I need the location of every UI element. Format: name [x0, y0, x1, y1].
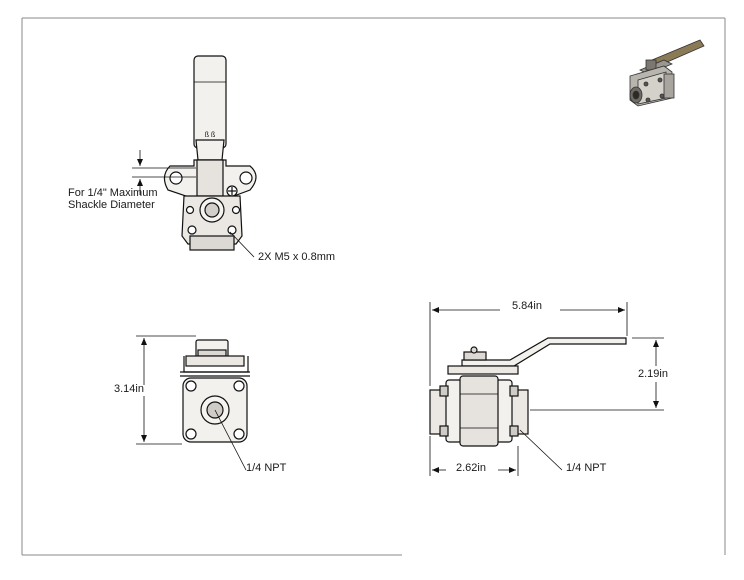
half-length-label: 2.62in	[456, 462, 486, 474]
half-length-dimension	[429, 436, 519, 476]
port-inner	[204, 202, 220, 218]
overall-length-dimension	[429, 302, 628, 386]
screw-label: 2X M5 x 0.8mm	[258, 251, 336, 263]
end-height-dimension	[136, 335, 196, 445]
pad-hole-left	[169, 171, 183, 185]
side-height-label: 2.19in	[638, 368, 668, 380]
side-port-leader	[519, 429, 563, 471]
side-body	[459, 375, 499, 447]
end-port-label: 1/4 NPT	[246, 462, 287, 474]
top-view	[163, 55, 257, 251]
overall-length-label: 5.84in	[512, 300, 542, 312]
ball-valve-3d-icon	[629, 39, 705, 107]
side-view	[429, 337, 627, 447]
end-view	[180, 339, 250, 443]
end-height-label: 3.14in	[114, 383, 144, 395]
shackle-dimension	[132, 150, 196, 195]
screw-leader	[229, 231, 255, 258]
pad-hole-right	[239, 171, 253, 185]
side-lever	[461, 337, 627, 367]
shackle-label-line1: For 1/4" Maximum	[68, 187, 158, 199]
end-port-leader	[214, 409, 247, 471]
shackle-label-line2: Shackle Diameter	[68, 199, 155, 211]
side-height-dimension	[530, 337, 664, 411]
side-port-label: 1/4 NPT	[566, 462, 607, 474]
handle-marks: ß ß	[205, 132, 216, 139]
sheet-frame	[21, 17, 726, 556]
